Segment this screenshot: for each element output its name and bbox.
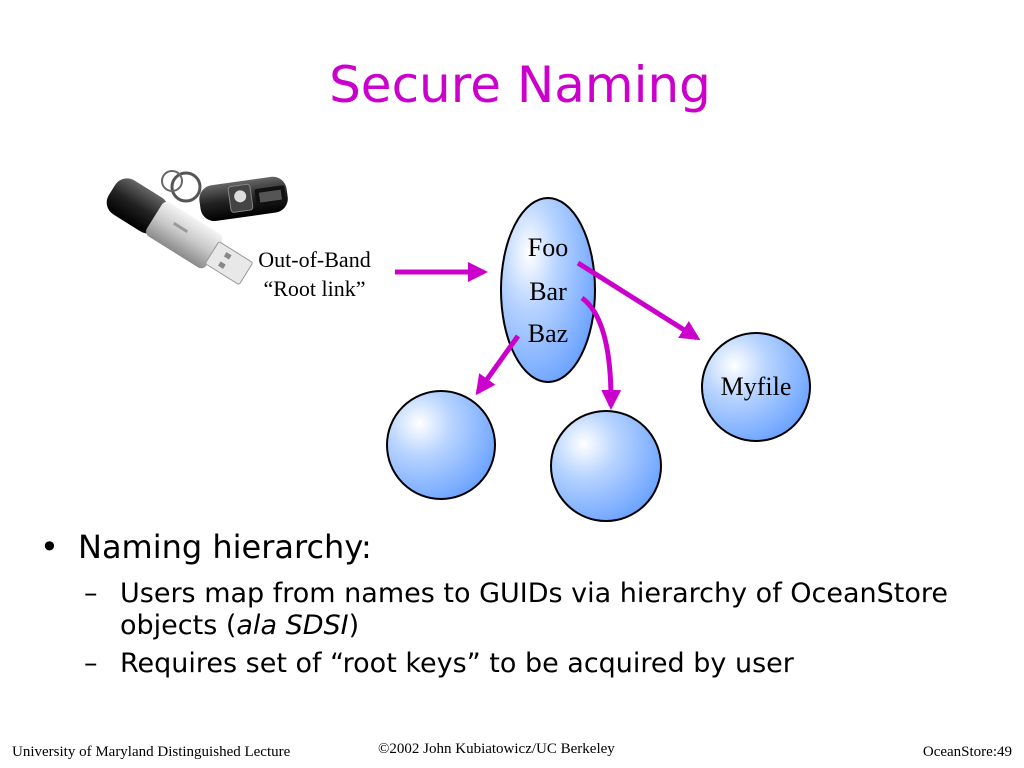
sub-bullet-users-map: – Users map from names to GUIDs via hier… bbox=[40, 578, 1000, 642]
footer-right: OceanStore:49 bbox=[922, 744, 1012, 760]
sub-bullet-dash: – bbox=[84, 578, 98, 609]
bullet-main-text: Naming hierarchy: bbox=[78, 528, 372, 566]
root-link-line: “Root link” bbox=[263, 276, 366, 301]
sub-bullet-dash: – bbox=[84, 648, 98, 679]
sub-bullet-1-italic: ala SDSI bbox=[236, 610, 349, 641]
sub-bullet-1-text: Users map from names to GUIDs via hierar… bbox=[120, 578, 949, 641]
sub-bullet-root-keys: – Requires set of “root keys” to be acqu… bbox=[40, 648, 1000, 680]
usb-key-image bbox=[106, 170, 288, 285]
bullet-naming-hierarchy: • Naming hierarchy: bbox=[40, 528, 1000, 572]
name-foo-label: Foo bbox=[528, 233, 568, 262]
sub-bullet-2-text: Requires set of “root keys” to be acquir… bbox=[120, 648, 794, 679]
child-node-left bbox=[386, 390, 496, 500]
myfile-node bbox=[701, 332, 811, 442]
name-baz-label: Baz bbox=[528, 319, 568, 348]
child-node-middle bbox=[550, 410, 662, 522]
out-of-band-line: Out-of-Band bbox=[258, 247, 371, 272]
bullet-list: • Naming hierarchy: – Users map from nam… bbox=[40, 528, 1000, 680]
foo-to-myfile-arrow bbox=[576, 260, 701, 341]
name-bar-label: Bar bbox=[529, 277, 567, 306]
myfile-label: Myfile bbox=[721, 372, 792, 401]
baz-to-child-arrow bbox=[475, 334, 521, 396]
root-directory-node bbox=[500, 197, 596, 383]
footer-left: University of Maryland Distinguished Lec… bbox=[12, 744, 291, 760]
slide-title: Secure Naming bbox=[329, 56, 711, 114]
bar-to-child-arrow bbox=[580, 295, 622, 410]
bullet-dot: • bbox=[40, 528, 59, 566]
sub-bullet-1-close: ) bbox=[348, 610, 360, 641]
out-of-band-label: Out-of-Band “Root link” bbox=[232, 245, 397, 303]
footer-center: ©2002 John Kubiatowicz/UC Berkeley bbox=[378, 741, 615, 757]
